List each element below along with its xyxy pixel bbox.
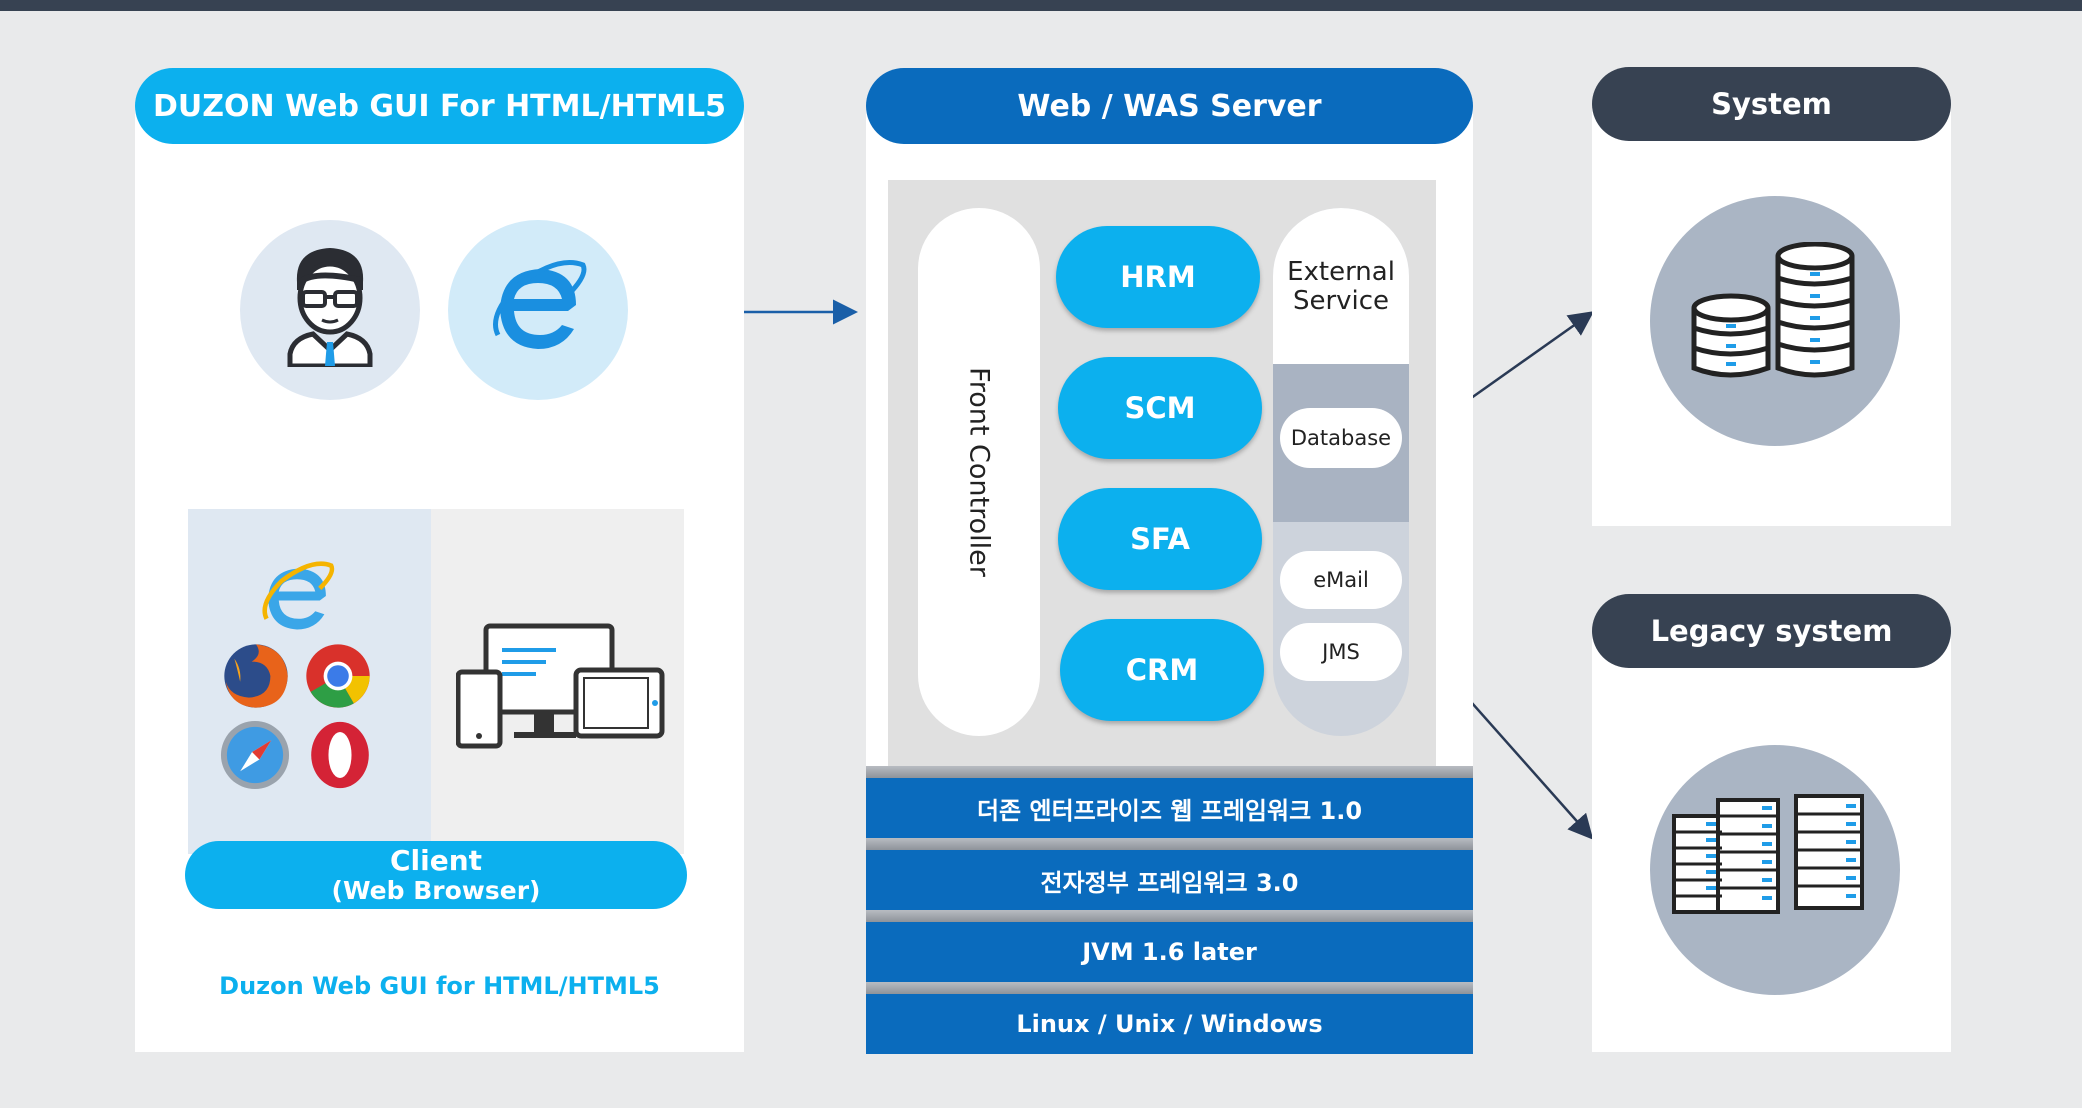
- layer-duzon-framework: 더존 엔터프라이즈 웹 프레임워크 1.0: [866, 778, 1473, 838]
- layer-separator: [866, 766, 1473, 778]
- client-subtitle: (Web Browser): [331, 875, 541, 905]
- system-header: System: [1592, 67, 1951, 141]
- front-controller: Front Controller: [918, 208, 1040, 736]
- jms-pill[interactable]: JMS: [1280, 623, 1402, 681]
- internet-explorer-small-icon: [262, 561, 335, 630]
- client-title: Client: [389, 843, 483, 877]
- opera-icon: [311, 721, 369, 789]
- internet-explorer-icon: [493, 260, 587, 349]
- layer-separator: [866, 982, 1473, 994]
- external-title-line1: External: [1287, 257, 1395, 287]
- external-title-line2: Service: [1292, 285, 1390, 316]
- layer-separator: [866, 838, 1473, 850]
- client-pill: Client (Web Browser): [185, 841, 687, 909]
- external-service-title: External Service: [1273, 258, 1409, 315]
- chrome-icon: [306, 644, 370, 708]
- module-crm[interactable]: CRM: [1060, 619, 1264, 721]
- front-controller-label: Front Controller: [963, 367, 995, 577]
- legacy-header: Legacy system: [1592, 594, 1951, 668]
- client-panel-header: DUZON Web GUI For HTML/HTML5: [135, 68, 744, 144]
- module-scm[interactable]: SCM: [1058, 357, 1262, 459]
- database-pill[interactable]: Database: [1280, 408, 1402, 468]
- user-icon: [287, 248, 373, 367]
- database-icon: [1691, 242, 1855, 378]
- server-rack-icon: [1672, 794, 1864, 914]
- safari-icon: [220, 720, 290, 790]
- firefox-icon: [224, 644, 288, 708]
- layer-jvm: JVM 1.6 later: [866, 922, 1473, 982]
- devices-icon: [456, 623, 665, 749]
- email-pill[interactable]: eMail: [1280, 551, 1402, 609]
- module-hrm[interactable]: HRM: [1056, 226, 1260, 328]
- top-bar: [0, 0, 2082, 11]
- layer-egov-framework: 전자정부 프레임워크 3.0: [866, 850, 1473, 910]
- client-panel-footer: Duzon Web GUI for HTML/HTML5: [219, 972, 660, 1000]
- server-panel-header: Web / WAS Server: [866, 68, 1473, 144]
- module-sfa[interactable]: SFA: [1058, 488, 1262, 590]
- layer-separator: [866, 910, 1473, 922]
- layer-os: Linux / Unix / Windows: [866, 994, 1473, 1054]
